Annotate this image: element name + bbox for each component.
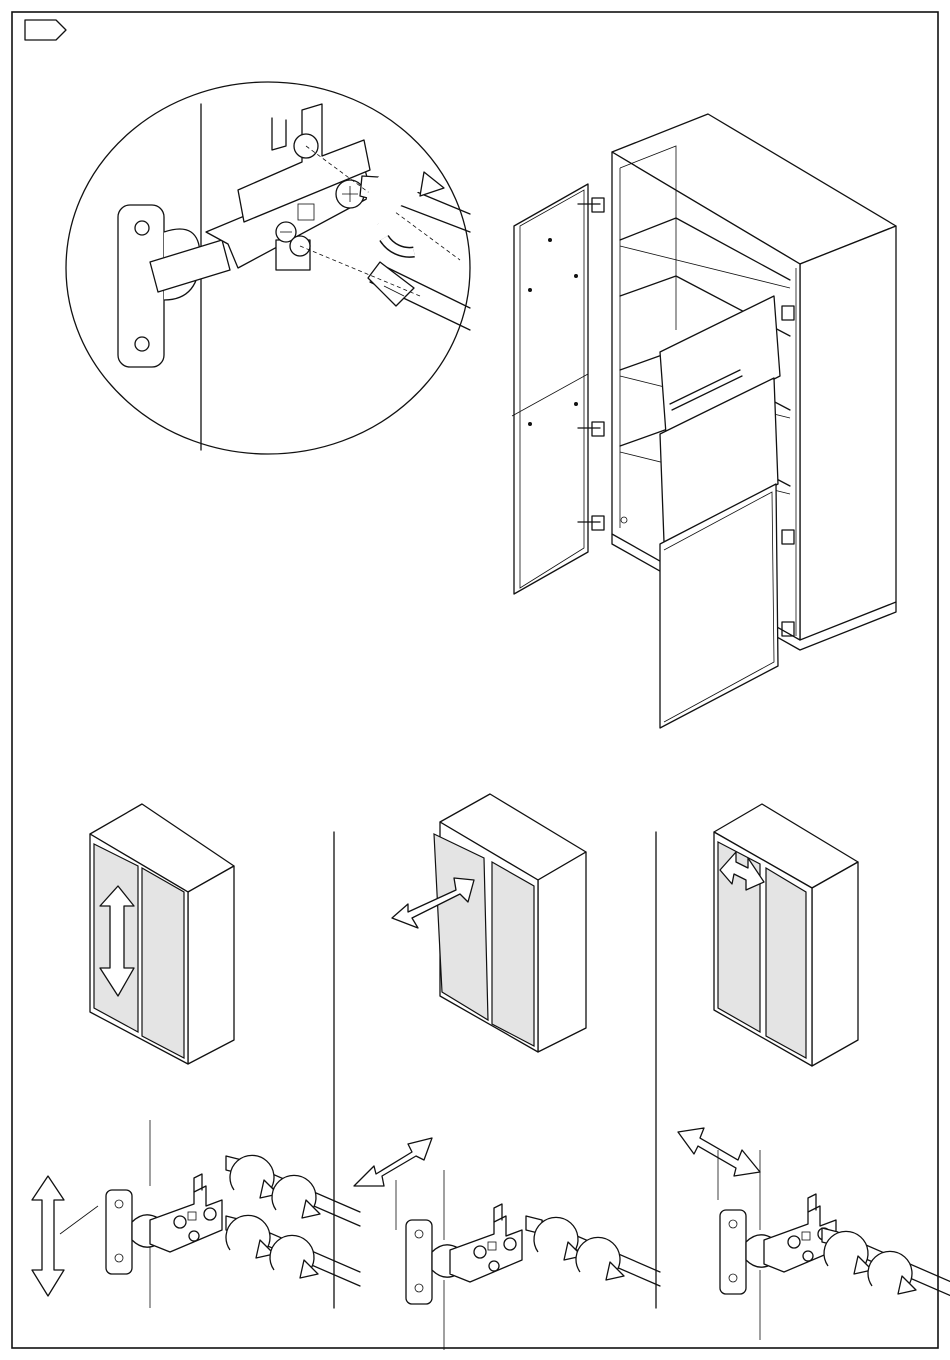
clockwise-rotation-icon [226,1215,274,1258]
door-panel-icon [512,184,600,594]
clockwise-rotation-icon [824,1231,872,1274]
horizontal-double-arrow-icon [678,1128,760,1176]
clockwise-rotation-icon [230,1155,278,1198]
door-panel-icon [660,296,780,728]
hinge-detail-magnifier [66,82,470,454]
clockwise-rotation-icon [576,1237,624,1280]
next-step-arrow-tag-icon [25,20,66,40]
hinge-icon [406,1204,522,1304]
clockwise-rotation-icon [272,1175,320,1218]
hinge-icon [106,1174,222,1274]
adjust-depth-cabinet [434,794,586,1052]
diagonal-double-arrow-icon [354,1138,432,1186]
clockwise-rotation-icon [270,1235,318,1278]
clockwise-rotation-icon [534,1217,582,1260]
clockwise-rotation-icon [868,1251,916,1294]
vertical-double-arrow-icon [32,1176,64,1296]
hinge-icon [720,1194,836,1294]
adjust-lateral-cabinet [714,804,858,1066]
